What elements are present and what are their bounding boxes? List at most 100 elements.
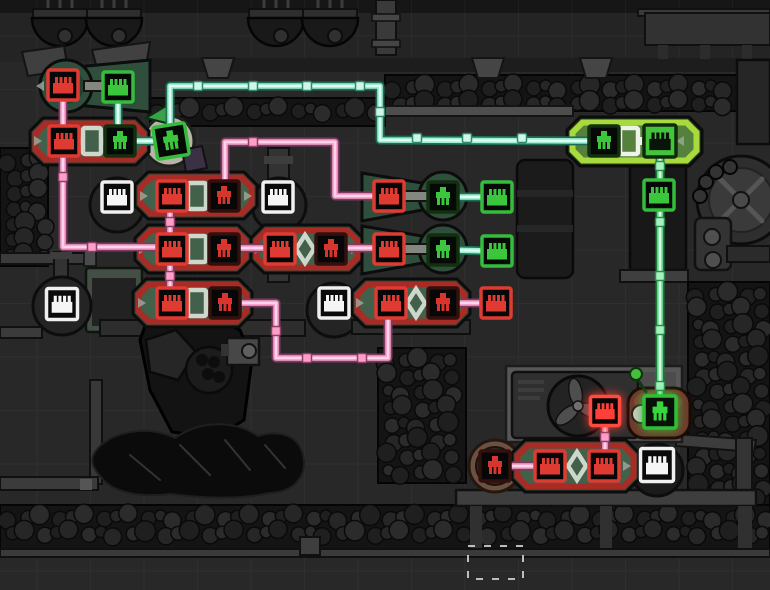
port-round-output[interactable]	[478, 449, 512, 483]
support-post	[735, 437, 753, 495]
gate-direction-arrow	[138, 298, 146, 308]
port-filter4-right[interactable]	[587, 449, 621, 483]
socket-icon	[646, 456, 668, 475]
wire-pink-loop-row1[interactable]	[220, 136, 391, 201]
machine-post	[742, 45, 752, 59]
beam-bolt	[80, 479, 92, 490]
rubble-rock	[455, 526, 473, 543]
port-sensor-4[interactable]	[44, 286, 80, 322]
socket-icon	[381, 295, 401, 312]
fan-vent	[518, 396, 540, 400]
port-buffer2-input[interactable]	[155, 232, 189, 266]
wall-box-dial	[241, 343, 257, 359]
port-not2-input[interactable]	[372, 232, 406, 266]
tank-band	[517, 190, 573, 197]
port-plant-input[interactable]	[151, 121, 191, 161]
rubble-rock	[290, 103, 307, 120]
rubble-rock	[421, 378, 444, 401]
rubble-rock	[578, 89, 601, 112]
port-buffer1-output[interactable]	[207, 179, 241, 213]
socket-icon	[268, 189, 288, 206]
port-filter2-output[interactable]	[314, 232, 348, 266]
port-filter2-input[interactable]	[263, 232, 297, 266]
rubble-rock	[102, 527, 123, 547]
floor-rubble	[0, 503, 770, 552]
floor-ledge	[0, 548, 770, 558]
port-sensor-5[interactable]	[638, 446, 676, 484]
ceiling-machine-dome	[84, 0, 144, 48]
port-sensor-1[interactable]	[100, 180, 134, 214]
sensor-antenna-bulb	[629, 367, 643, 381]
gate-direction-arrow	[34, 136, 42, 146]
wire-core	[224, 141, 387, 197]
rubble-rock	[58, 519, 79, 540]
rubble-rock	[443, 449, 460, 466]
buffer-symbol-icon	[79, 137, 83, 145]
socket-icon	[540, 458, 560, 475]
port-sensor-green[interactable]	[642, 394, 678, 430]
port-buffer-tl-output[interactable]	[103, 124, 137, 158]
ceiling-ledge	[140, 58, 770, 72]
port-device-2[interactable]	[480, 234, 514, 268]
socket-icon	[649, 187, 669, 204]
rubble-rock	[283, 503, 304, 524]
port-buffer3-output[interactable]	[208, 286, 242, 320]
rubble-rock	[708, 383, 726, 401]
port-filter3-input[interactable]	[374, 286, 408, 320]
dome-mount	[248, 8, 304, 19]
dome-mount	[86, 8, 142, 19]
port-buffer-tl-input[interactable]	[47, 124, 81, 158]
machine-box-right	[735, 58, 770, 146]
wire-bridge-connector	[247, 136, 259, 148]
rubble-rock	[718, 519, 741, 542]
port-not1-input[interactable]	[372, 179, 406, 213]
plug-icon	[217, 186, 231, 204]
rubble-rock	[642, 519, 663, 539]
port-buffer1-input[interactable]	[155, 179, 189, 213]
port-not1-output[interactable]	[426, 180, 460, 214]
port-sensor-3[interactable]	[317, 286, 351, 320]
socket-icon	[162, 295, 182, 312]
port-buffer3-input[interactable]	[155, 286, 189, 320]
rubble-rock	[406, 426, 429, 449]
wire-core	[169, 85, 601, 142]
port-filter3-output[interactable]	[426, 286, 460, 320]
ledge	[619, 269, 689, 283]
port-relay-green[interactable]	[642, 178, 676, 212]
rubble-rock	[668, 89, 689, 110]
beam	[0, 326, 43, 339]
port-filter4-left[interactable]	[533, 449, 567, 483]
wire-bridge-connector	[654, 160, 666, 172]
buffer-symbol-icon	[101, 137, 105, 145]
rubble-rock	[13, 519, 35, 541]
rubble-rock	[623, 89, 645, 111]
plug-icon	[162, 129, 179, 151]
port-sensor-2[interactable]	[261, 180, 295, 214]
port-device-3[interactable]	[479, 286, 513, 320]
machine-post	[700, 45, 710, 59]
port-not-tl-output[interactable]	[46, 68, 80, 102]
rubble-rock	[690, 96, 708, 113]
gate-direction-arrow	[676, 136, 684, 146]
platform-leg	[738, 506, 752, 548]
filter-symbol-icon	[565, 447, 589, 485]
wire-bridge-connector	[86, 241, 98, 253]
plug-icon	[597, 131, 611, 149]
port-buffer2-output[interactable]	[207, 232, 241, 266]
pipe-joint	[692, 188, 708, 204]
wire-bridge-connector	[301, 80, 313, 92]
port-not-tl-input[interactable]	[101, 70, 135, 104]
port-fan-output[interactable]	[588, 394, 622, 428]
buffer-symbol-icon	[206, 299, 210, 307]
port-active-gate-output[interactable]	[642, 123, 678, 159]
rubble-rock	[398, 449, 416, 467]
port-active-gate-input[interactable]	[587, 124, 621, 158]
wire-teal-main[interactable]	[165, 80, 605, 146]
platform-leg	[470, 506, 482, 548]
wire-pink-bypass-row3[interactable]	[237, 298, 393, 364]
rubble-rock	[730, 376, 751, 396]
port-device-1[interactable]	[480, 180, 514, 214]
rubble-rock	[525, 80, 542, 97]
port-not2-output[interactable]	[426, 233, 460, 267]
